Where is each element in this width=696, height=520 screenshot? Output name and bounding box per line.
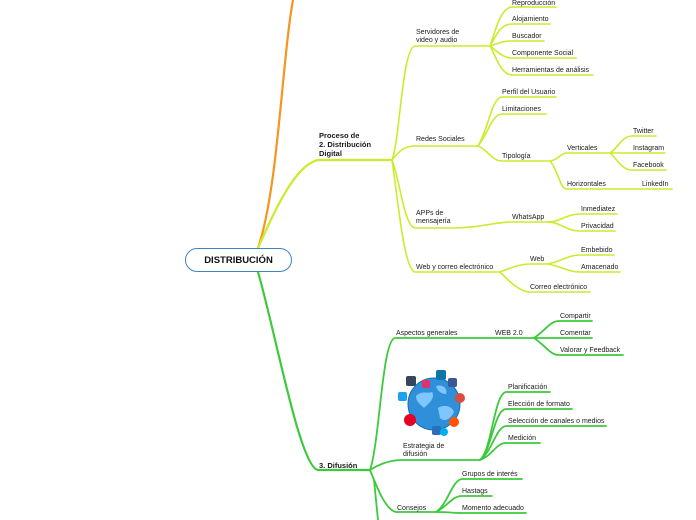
- node-aspectos-generales[interactable]: Aspectos generales: [396, 330, 458, 337]
- node-tipologia[interactable]: Tipología: [502, 153, 531, 160]
- branch-2-connector: [256, 158, 394, 250]
- node-apps-mensajeria[interactable]: APPs de mensajería: [416, 210, 451, 225]
- node-privacidad[interactable]: Privacidad: [581, 223, 614, 230]
- node-amacenado[interactable]: Amacenado: [581, 264, 619, 271]
- node-linkedin[interactable]: LinkedIn: [642, 181, 669, 188]
- node-planificacion[interactable]: Planificación: [508, 384, 548, 391]
- node-medicion[interactable]: Medición: [508, 435, 537, 442]
- node-servidores[interactable]: Servidores de video y audio: [416, 29, 460, 44]
- node-limitaciones[interactable]: Limitaciones: [502, 106, 541, 113]
- node-embebido[interactable]: Embebido: [581, 247, 613, 254]
- node-componente-social[interactable]: Componente Social: [512, 50, 574, 57]
- node-consejos[interactable]: Consejos: [397, 505, 427, 512]
- node-grupos-interes[interactable]: Grupos de interés: [462, 471, 518, 478]
- branch-1-connector: [256, 0, 295, 250]
- node-buscador[interactable]: Buscador: [512, 33, 542, 40]
- node-alojamiento[interactable]: Alojamiento: [512, 16, 549, 23]
- node-whatsapp[interactable]: WhatsApp: [512, 214, 545, 221]
- branch-2-title[interactable]: Proceso de 2. Distribución Digital: [319, 131, 372, 158]
- node-web-2-0[interactable]: WEB 2.0: [495, 330, 523, 337]
- node-verticales[interactable]: Verticales: [567, 145, 598, 152]
- branch-3-connector: [256, 270, 372, 472]
- node-twitter[interactable]: Twitter: [633, 128, 654, 135]
- node-momento-adecuado[interactable]: Momento adecuado: [462, 505, 524, 512]
- node-web[interactable]: Web: [530, 256, 545, 263]
- node-correo-electronico[interactable]: Correo electrónico: [530, 284, 588, 291]
- node-perfil-usuario[interactable]: Perfil del Usuario: [502, 89, 556, 96]
- node-valorar-feedback[interactable]: Valorar y Feedback: [560, 347, 621, 354]
- node-eleccion-formato[interactable]: Elección de formato: [508, 401, 570, 408]
- node-facebook[interactable]: Facebook: [633, 162, 664, 169]
- node-estrategia-difusion[interactable]: Estrategia de difusión: [403, 443, 445, 458]
- branch-3-title[interactable]: 3. Difusión: [319, 461, 358, 470]
- node-web-correo[interactable]: Web y correo electrónico: [416, 264, 494, 271]
- root-node[interactable]: DISTRIBUCIÓN: [185, 248, 292, 272]
- node-redes-sociales[interactable]: Redes Sociales: [416, 136, 465, 143]
- node-comentar[interactable]: Comentar: [560, 330, 591, 337]
- node-compartir[interactable]: Compartir: [560, 313, 591, 320]
- node-inmediatez[interactable]: Inmediatez: [581, 206, 616, 213]
- node-hastags[interactable]: Hastags: [462, 488, 488, 495]
- node-horizontales[interactable]: Horizontales: [567, 181, 606, 188]
- node-seleccion-canales[interactable]: Selección de canales o medios: [508, 418, 605, 425]
- node-instagram[interactable]: Instagram: [633, 145, 665, 152]
- social-media-globe-icon: [398, 370, 465, 436]
- node-reproduccion[interactable]: Reproducción: [512, 0, 556, 7]
- node-herramientas-analisis[interactable]: Herramientas de análisis: [512, 67, 590, 74]
